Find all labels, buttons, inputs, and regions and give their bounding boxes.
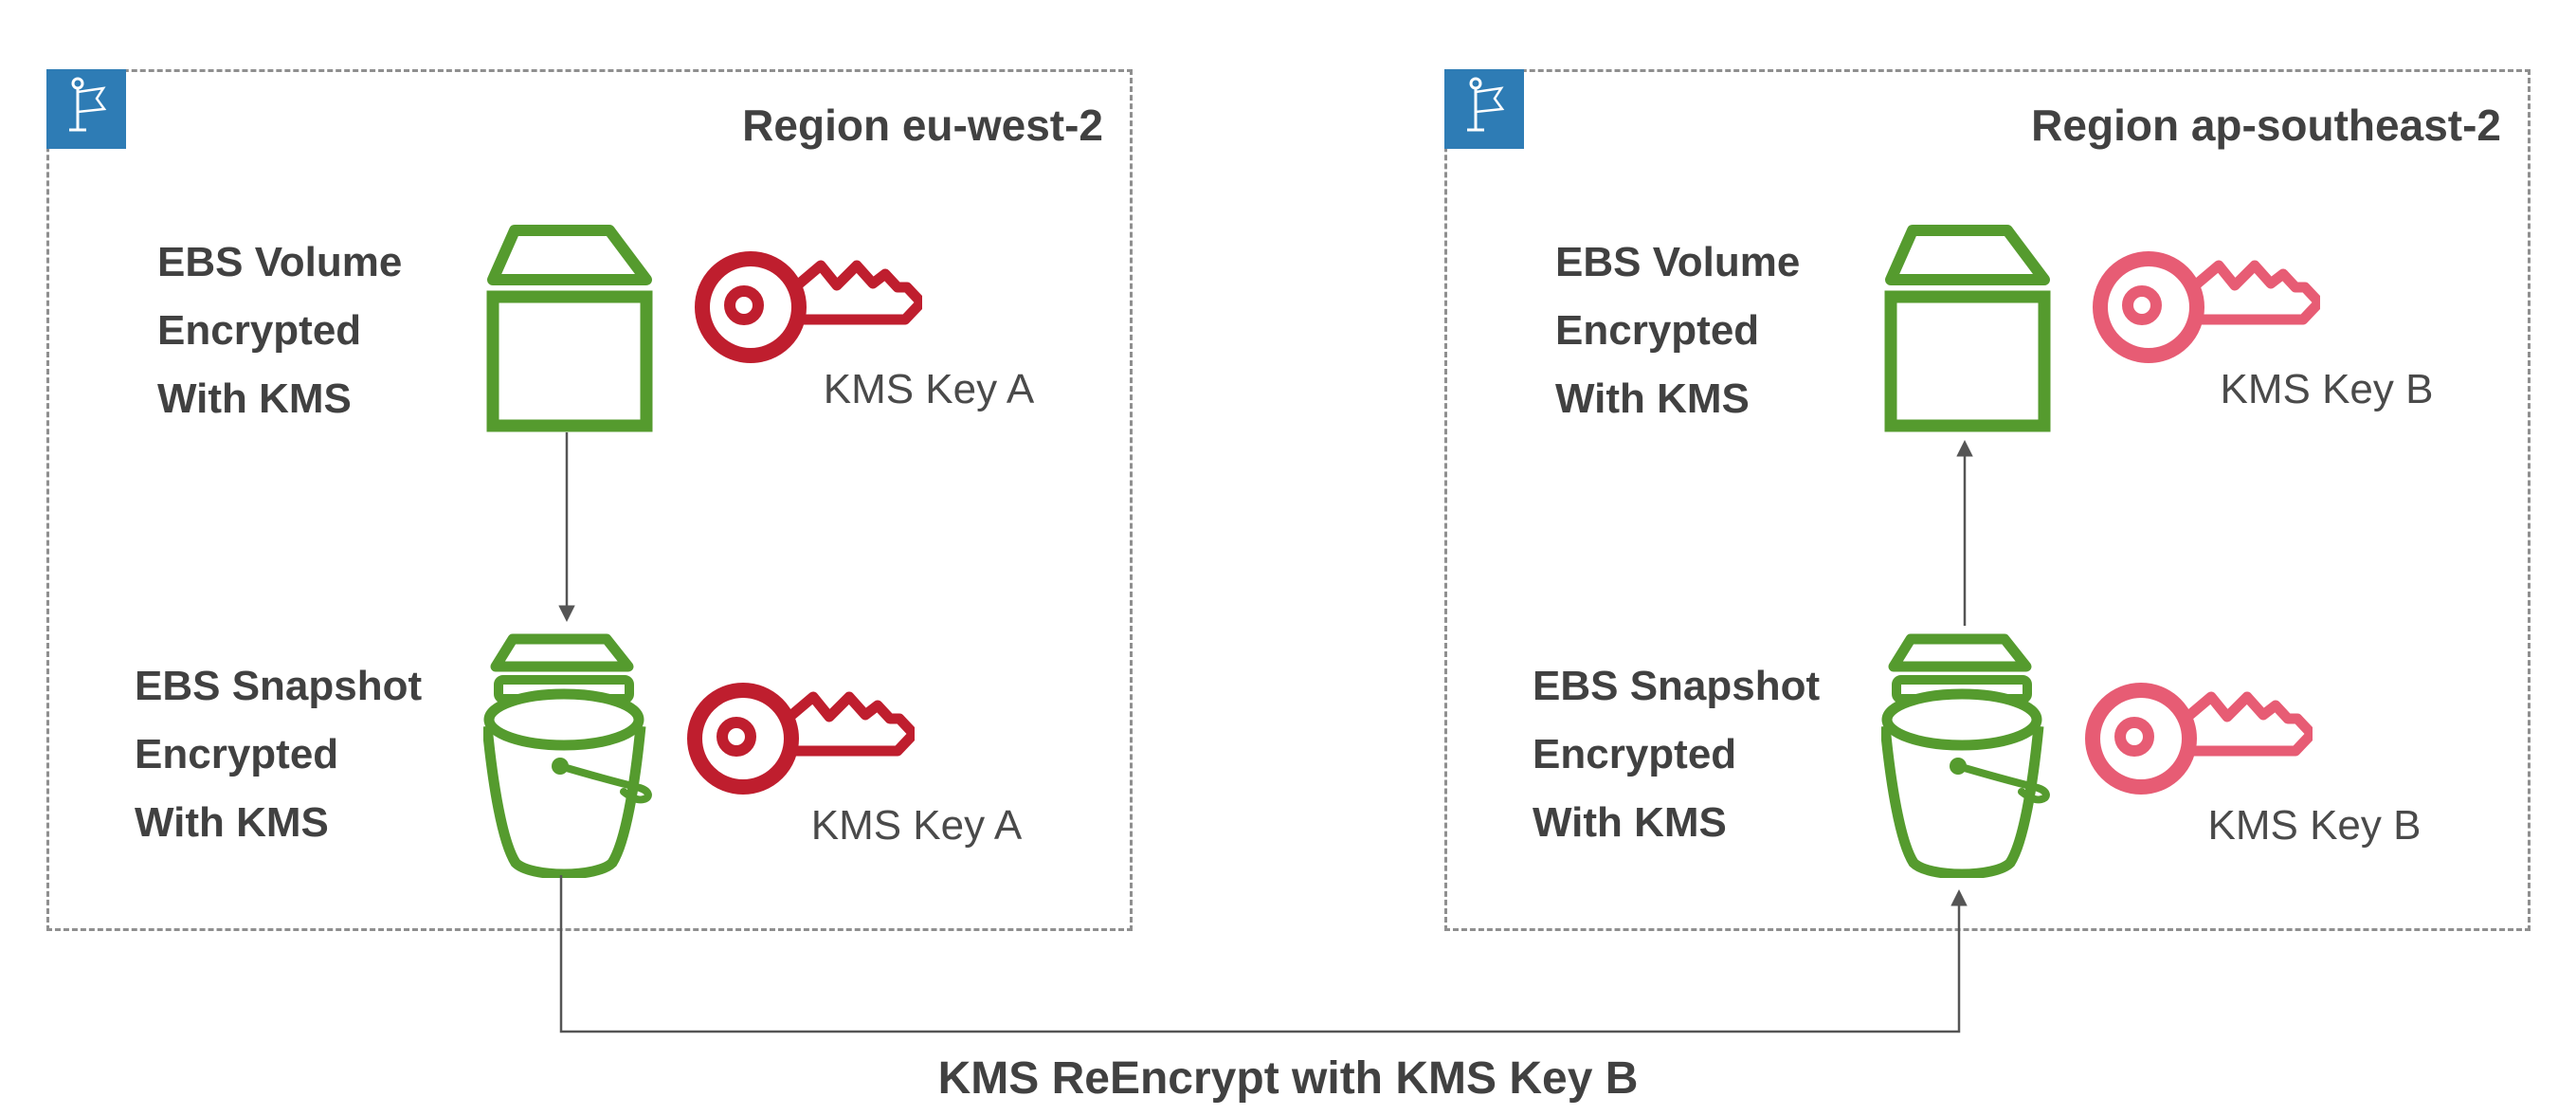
ebs-volume-label: EBS Volume Encrypted With KMS	[157, 239, 403, 422]
kms-key-icon	[690, 245, 927, 373]
ebs-volume-icon	[1884, 224, 2051, 432]
ebs-volume-label: EBS Volume Encrypted With KMS	[1555, 239, 1801, 422]
flag-icon	[1444, 69, 1524, 149]
ebs-snapshot-icon	[1879, 633, 2052, 880]
kms-key-label: KMS Key B	[2207, 802, 2422, 849]
ebs-snapshot-icon	[481, 633, 654, 880]
kms-key-label: KMS Key B	[2220, 366, 2434, 412]
arrow-reencrypt-cross-region	[559, 875, 1968, 1033]
ebs-volume-icon	[486, 224, 653, 432]
ebs-snapshot-label: EBS Snapshot Encrypted With KMS	[135, 663, 423, 846]
region-title: Region ap-southeast-2	[2031, 101, 2501, 150]
ebs-snapshot-label: EBS Snapshot Encrypted With KMS	[1533, 663, 1821, 846]
reencrypt-label: KMS ReEncrypt with KMS Key B	[937, 1053, 1639, 1104]
region-box-ap-southeast-2: Region ap-southeast-2 EBS Volume Encrypt…	[1444, 69, 2531, 931]
region-title: Region eu-west-2	[742, 101, 1103, 150]
region-box-eu-west-2: Region eu-west-2 EBS Volume Encrypted Wi…	[46, 69, 1133, 931]
kms-key-icon	[2088, 245, 2325, 373]
kms-key-icon	[2080, 676, 2317, 804]
flag-icon	[46, 69, 126, 149]
kms-key-label: KMS Key A	[823, 366, 1035, 412]
kms-key-label: KMS Key A	[810, 802, 1023, 849]
kms-key-icon	[682, 676, 919, 804]
